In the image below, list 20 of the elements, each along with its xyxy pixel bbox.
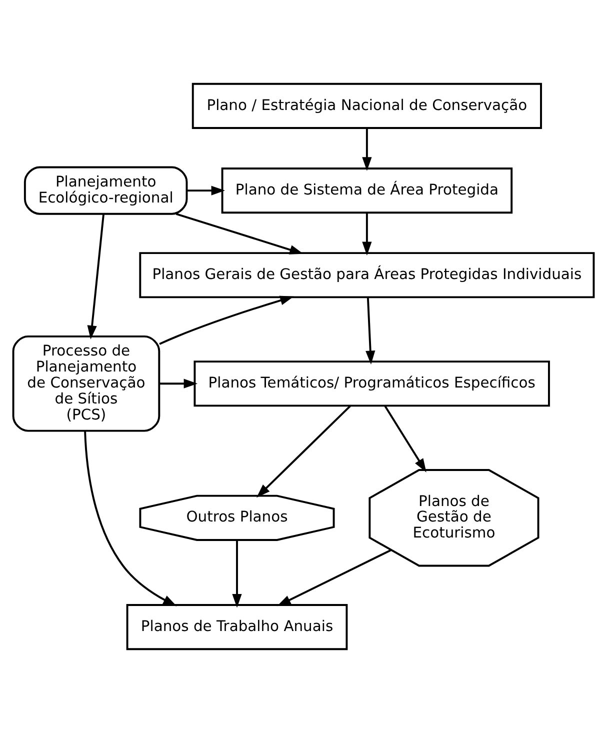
arrow — [159, 378, 198, 388]
node-box: Processo de Planejamento de Conservação de Sítios (PCS) — [12, 334, 160, 432]
arrow — [176, 212, 304, 254]
node-box: Plano / Estratégia Nacional de Conservação — [192, 82, 542, 129]
arrow — [384, 405, 426, 472]
node-box: Planejamento Ecológico-regional — [24, 166, 188, 214]
arrow — [87, 213, 105, 339]
node-box: Plano de Sistema de Área Protegida — [221, 167, 513, 214]
arrow — [362, 212, 372, 255]
arrow — [277, 548, 392, 606]
arrow — [232, 540, 242, 608]
node-box: Planos Temáticos/ Programáticos Específicos — [194, 360, 550, 406]
arrow — [186, 185, 226, 195]
node-box: Planos Gerais de Gestão para Áreas Protegidas Individuais — [139, 252, 595, 298]
node-box: Planos de Trabalho Anuais — [126, 603, 348, 650]
arrow — [84, 430, 177, 606]
arrow — [362, 128, 372, 170]
arrow — [366, 296, 376, 364]
arrow — [256, 404, 351, 498]
arrow — [159, 295, 294, 344]
